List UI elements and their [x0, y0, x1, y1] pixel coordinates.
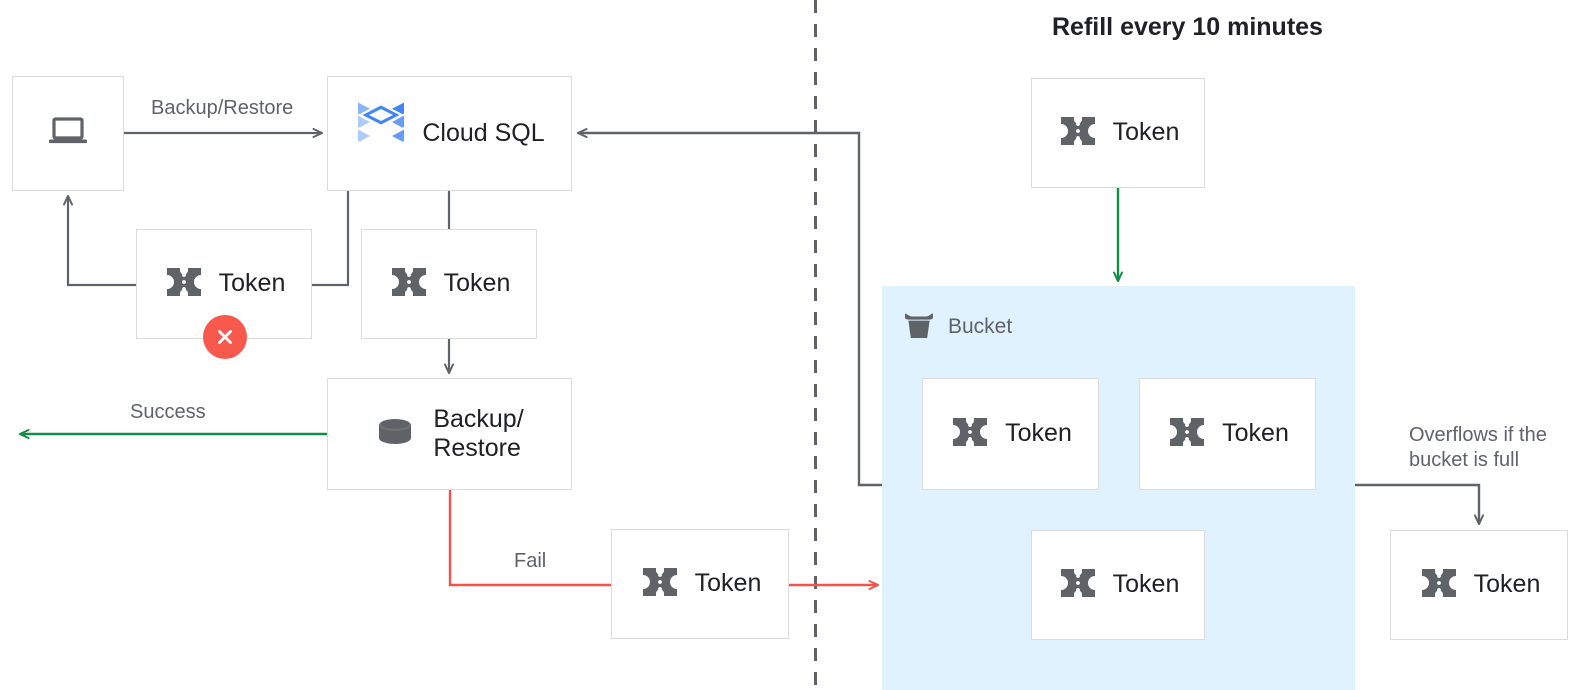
edge-backup-to-token-fail	[448, 490, 611, 587]
node-token-fail[interactable]: Token	[611, 529, 789, 639]
node-token-refill[interactable]: Token	[1031, 78, 1205, 188]
bucket-header: Bucket	[902, 308, 1012, 345]
node-token-bucket-3[interactable]: Token	[1031, 530, 1205, 640]
node-token-sql[interactable]: Token	[361, 229, 537, 339]
token-icon	[1057, 113, 1099, 154]
refill-title: Refill every 10 minutes	[1052, 13, 1323, 41]
token-icon	[1057, 565, 1099, 606]
node-backup-restore[interactable]: Backup/ Restore	[327, 378, 572, 490]
bucket-icon	[902, 308, 936, 345]
edge-label-fail: Fail	[514, 550, 547, 572]
bucket-label: Bucket	[948, 314, 1013, 338]
edge-bucket-to-overflow	[1355, 483, 1484, 526]
node-token-overflow[interactable]: Token	[1390, 530, 1568, 640]
node-token-bucket-1[interactable]: Token	[922, 378, 1099, 490]
node-label: Token	[1005, 419, 1072, 448]
edge-label-success: Success	[130, 401, 206, 423]
database-icon	[375, 416, 415, 453]
edge-bucket-to-cloudsql	[576, 128, 882, 487]
node-token-bucket-2[interactable]: Token	[1139, 378, 1316, 490]
node-label: Token	[1473, 570, 1541, 599]
edge-label-backup-restore: Backup/Restore	[151, 97, 294, 119]
node-label: Token	[694, 569, 762, 598]
laptop-icon	[46, 113, 90, 154]
token-icon	[949, 414, 991, 455]
edge-token-client-to-client	[63, 194, 136, 287]
edge-cloudsql-to-token-client	[312, 191, 350, 287]
token-icon	[1418, 565, 1460, 606]
node-label: Cloud SQL	[422, 118, 545, 147]
cloud-sql-icon	[354, 100, 408, 167]
node-client[interactable]	[12, 76, 124, 191]
node-label: Backup/ Restore	[433, 404, 524, 463]
token-icon	[1166, 414, 1208, 455]
node-label: Token	[218, 269, 286, 298]
edge-label-overflow: Overflows if the bucket is full	[1409, 424, 1547, 471]
node-label: Token	[1112, 118, 1180, 147]
token-icon	[388, 264, 430, 305]
node-label: Token	[1222, 419, 1289, 448]
node-label: Token	[1112, 570, 1180, 599]
token-icon	[639, 564, 681, 605]
node-cloud-sql[interactable]: Cloud SQL	[327, 76, 572, 191]
token-icon	[163, 264, 205, 305]
node-label: Token	[443, 269, 511, 298]
error-x-icon	[203, 315, 247, 359]
